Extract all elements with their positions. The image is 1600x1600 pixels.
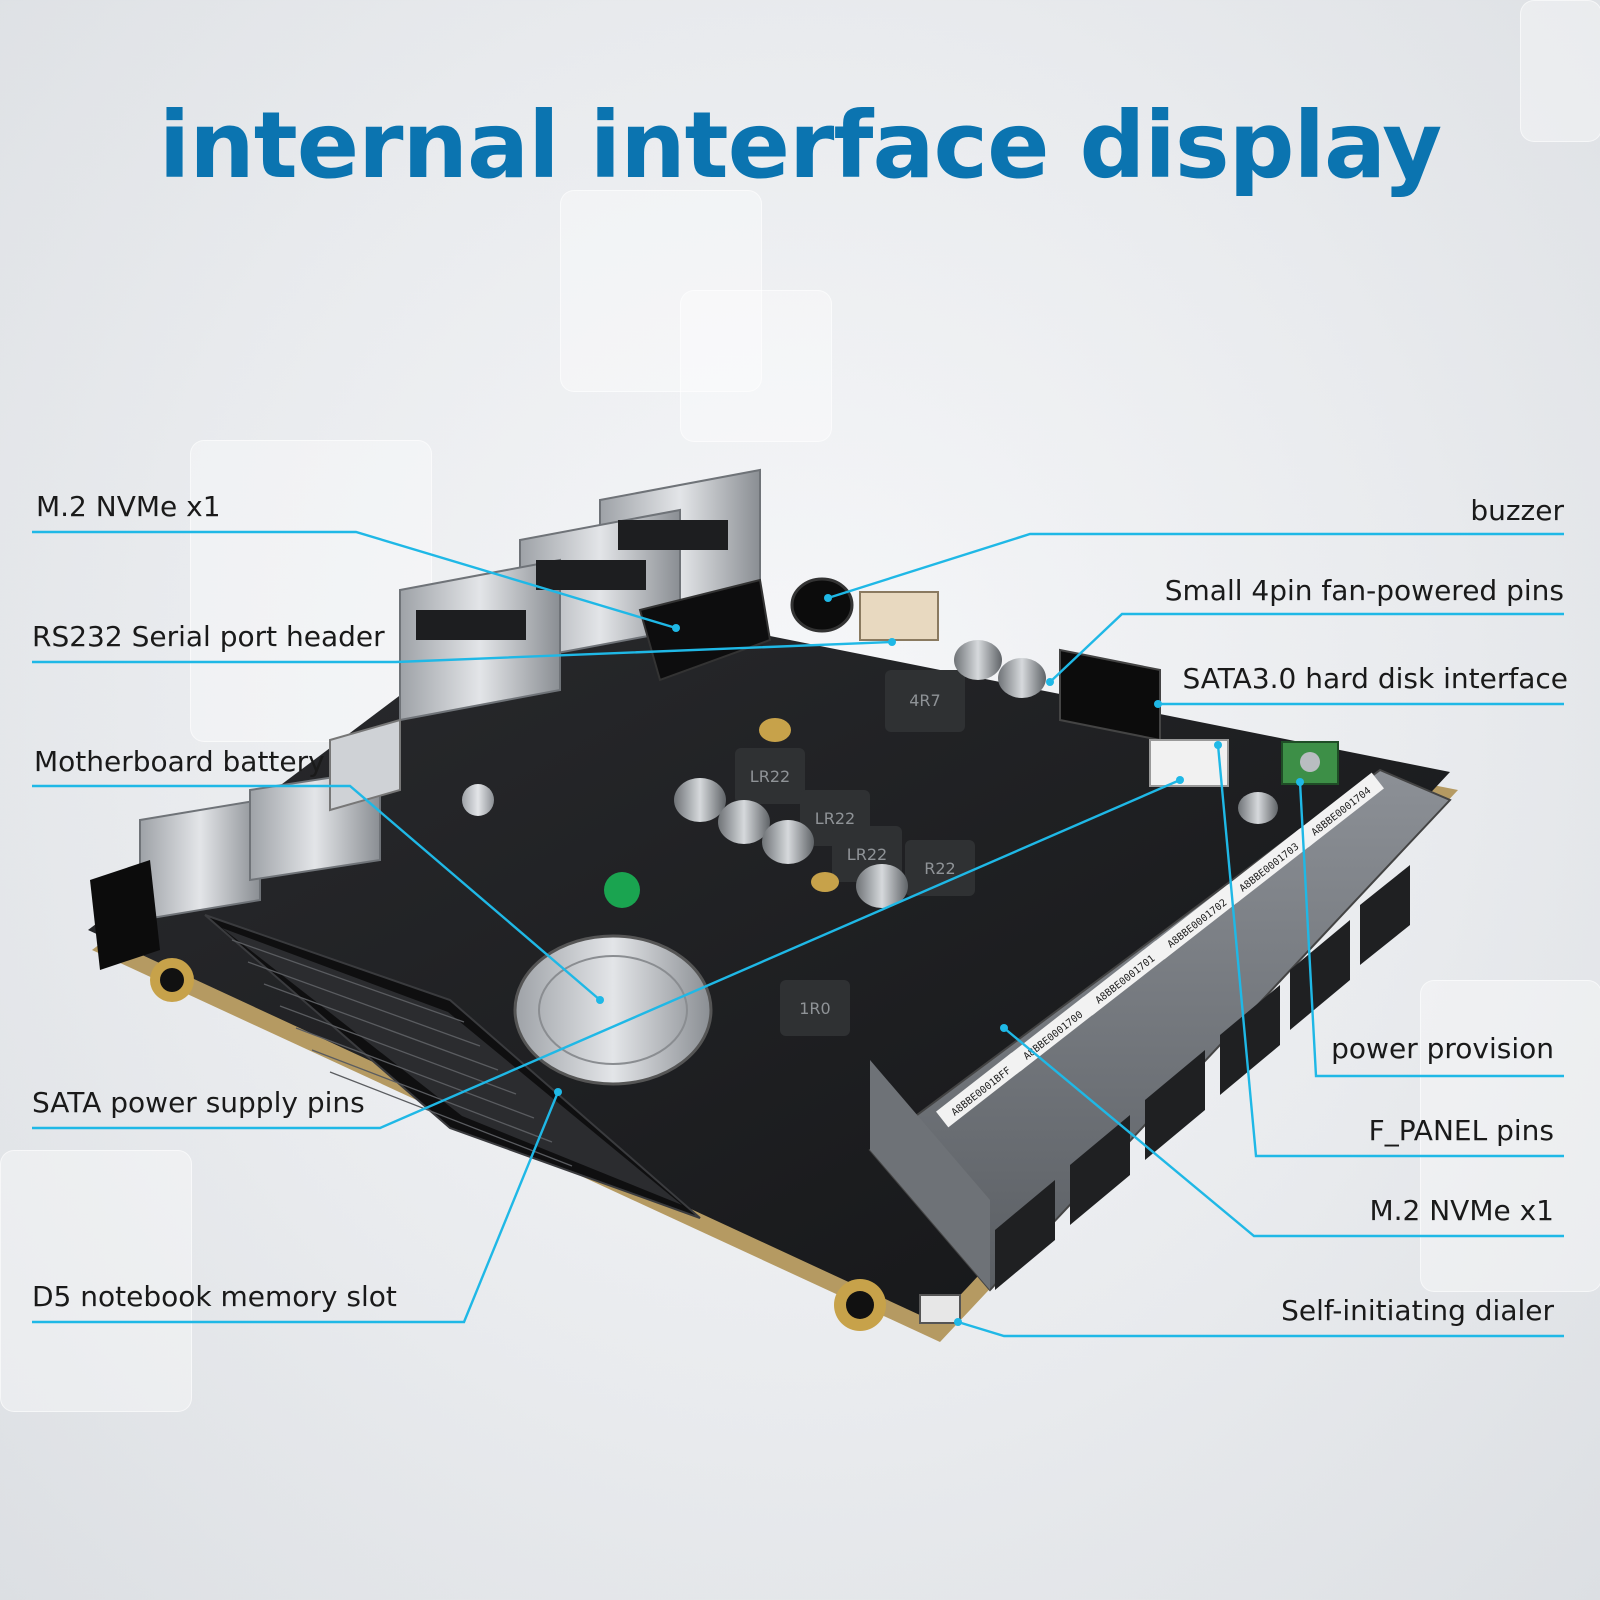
- page-title: internal interface display: [158, 92, 1443, 199]
- background-tile: [1520, 0, 1600, 142]
- fan-header: [859, 591, 939, 641]
- chip-marking: 4R7: [909, 691, 940, 710]
- label-sata3: SATA3.0 hard disk interface: [1182, 662, 1568, 695]
- chip-marking: LR22: [815, 809, 855, 828]
- chip-marking: R22: [924, 859, 955, 878]
- background-tile: [680, 290, 832, 442]
- label-buzzer: buzzer: [1470, 494, 1564, 527]
- background-tile: [560, 190, 762, 392]
- coin-battery: [513, 934, 713, 1086]
- label-m2-nvme-top: M.2 NVMe x1: [36, 490, 221, 523]
- label-dialer: Self-initiating dialer: [1281, 1294, 1554, 1327]
- dialer-switch: [919, 1294, 961, 1324]
- label-battery: Motherboard battery: [34, 745, 325, 778]
- label-sata-power: SATA power supply pins: [32, 1086, 365, 1119]
- label-power-provision: power provision: [1331, 1032, 1554, 1065]
- label-rs232: RS232 Serial port header: [32, 620, 385, 653]
- chip-marking: 1R0: [799, 999, 830, 1018]
- label-m2-nvme-bottom: M.2 NVMe x1: [1369, 1194, 1554, 1227]
- chip-marking: LR22: [750, 767, 790, 786]
- label-f-panel: F_PANEL pins: [1368, 1114, 1554, 1147]
- chip-marking: LR22: [847, 845, 887, 864]
- f-panel-header: [1149, 739, 1229, 787]
- buzzer-part: [790, 577, 854, 633]
- label-fan-pins: Small 4pin fan-powered pins: [1164, 574, 1564, 607]
- label-d5-memory: D5 notebook memory slot: [32, 1280, 397, 1313]
